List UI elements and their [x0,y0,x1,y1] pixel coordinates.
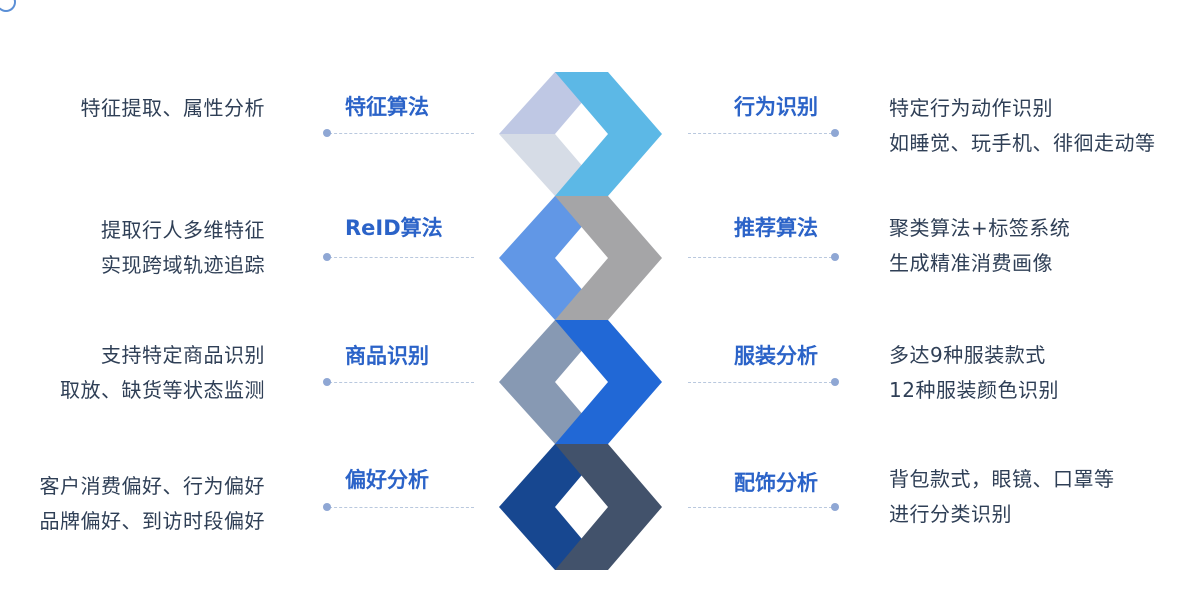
row-2-right-connector [688,257,832,258]
row-1-left-title: 特征算法 [345,95,429,119]
row-3-left-description: 支持特定商品识别 取放、缺货等状态监测 [60,338,265,408]
row-2-right-desc-line-1: 聚类算法+标签系统 [889,216,1071,240]
row-2-right-connector-dot [831,253,839,261]
row-2-left-description: 提取行人多维特征 实现跨域轨迹追踪 [101,213,265,283]
diamond-4-right-facet [555,444,662,570]
diamond-3-right-facet [555,320,662,444]
row-2-left-connector [329,257,474,258]
row-4-right-desc-line-1: 背包款式，眼镜、口罩等 [889,467,1115,491]
corner-arc-decoration [0,0,16,12]
row-3-left-desc-line-2: 取放、缺货等状态监测 [60,378,265,402]
diamond-link-4 [499,444,662,570]
row-1-right-connector-dot [831,129,839,137]
row-3-left-connector-dot [323,378,331,386]
row-4-left-connector [329,507,474,508]
row-3-left-desc-line-1: 支持特定商品识别 [101,343,265,367]
row-2-right-description: 聚类算法+标签系统 生成精准消费画像 [889,211,1070,281]
diamond-2-right-facet [555,196,662,320]
row-3-left-connector [329,382,474,383]
diamond-link-3 [499,320,662,444]
row-4-left-title: 偏好分析 [345,468,429,492]
row-1-left-connector-dot [323,129,331,137]
row-4-left-description: 客户消费偏好、行为偏好 品牌偏好、到访时段偏好 [40,469,266,539]
row-4-right-connector-dot [831,503,839,511]
row-2-left-desc-line-2: 实现跨域轨迹追踪 [101,253,265,277]
diamond-1-right-facet [555,72,662,196]
row-1-right-description: 特定行为动作识别 如睡觉、玩手机、徘徊走动等 [889,91,1156,161]
row-2-left-title: ReID算法 [345,216,443,240]
row-4-right-title: 配饰分析 [734,471,818,495]
row-1-left-description: 特征提取、属性分析 [81,91,266,126]
row-2-left-connector-dot [323,253,331,261]
row-4-right-desc-line-2: 进行分类识别 [889,502,1012,526]
row-3-right-description: 多达9种服装款式 12种服装颜色识别 [889,338,1059,408]
row-4-right-connector [688,507,832,508]
row-3-right-connector [688,382,832,383]
diamond-link-1 [499,72,662,196]
row-1-right-desc-line-1: 特定行为动作识别 [889,96,1053,120]
row-3-right-title: 服装分析 [734,344,818,368]
diamond-link-2 [499,196,662,320]
row-3-left-title: 商品识别 [345,344,429,368]
row-1-right-desc-line-2: 如睡觉、玩手机、徘徊走动等 [889,131,1156,155]
row-1-right-connector [688,133,832,134]
row-4-left-connector-dot [323,503,331,511]
row-4-left-desc-line-2: 品牌偏好、到访时段偏好 [39,509,265,533]
row-2-right-title: 推荐算法 [734,216,818,240]
row-1-right-title: 行为识别 [734,95,818,119]
row-2-left-desc-line-1: 提取行人多维特征 [101,218,265,242]
row-3-right-desc-line-1: 多达9种服装款式 [889,343,1046,367]
row-3-right-desc-line-2: 12种服装颜色识别 [889,378,1059,402]
row-4-left-desc-line-1: 客户消费偏好、行为偏好 [39,474,265,498]
row-4-right-description: 背包款式，眼镜、口罩等 进行分类识别 [889,462,1115,532]
row-1-left-desc-line-1: 特征提取、属性分析 [80,96,265,120]
row-3-right-connector-dot [831,378,839,386]
row-1-left-connector [329,133,474,134]
row-2-right-desc-line-2: 生成精准消费画像 [889,251,1053,275]
